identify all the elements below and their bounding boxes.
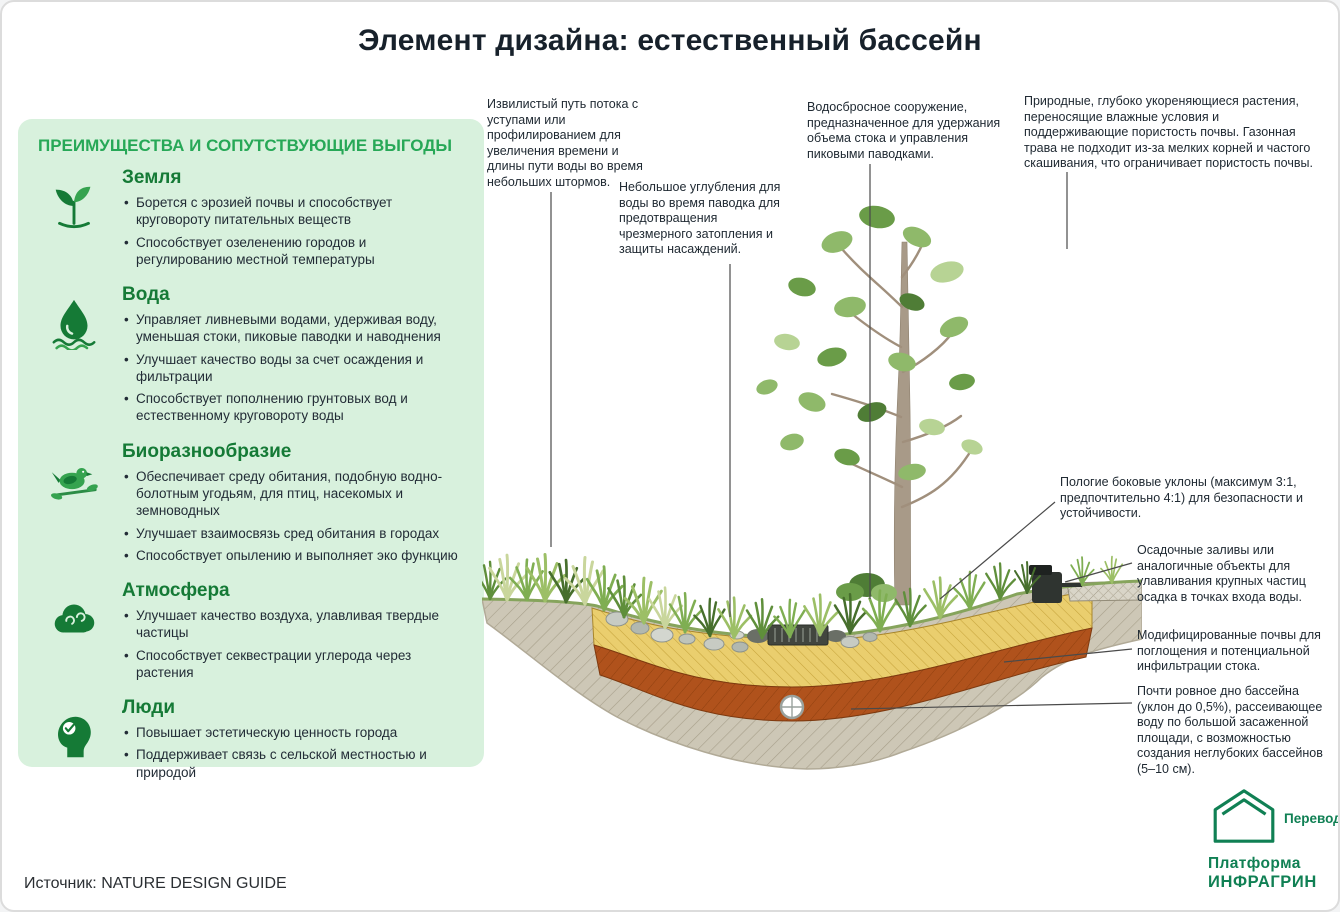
benefit-bullet: Способствует пополнению грунтовых вод и …	[122, 390, 464, 425]
benefit-section-atmosphere: Атмосфера Улучшает качество воздуха, ула…	[38, 580, 464, 686]
head-check-icon	[38, 697, 110, 786]
benefit-section-title: Вода	[122, 284, 170, 306]
benefit-list: Улучшает качество воздуха, улавливая тве…	[122, 607, 464, 681]
callout-winding-path: Извилистый путь потока с уступами или пр…	[487, 97, 643, 189]
benefit-bullet: Обеспечивает среду обитания, подобную во…	[122, 468, 464, 520]
base-shrub	[836, 573, 897, 602]
logo-translation-label: Перевод	[1284, 811, 1340, 826]
callout-small-depressions: Небольшое углубления для воды во время п…	[619, 180, 781, 256]
benefit-bullet: Улучшает качество воздуха, улавливая тве…	[122, 607, 464, 642]
benefit-section-water: Вода Управляет ливневыми водами, удержив…	[38, 284, 464, 430]
tree-trunk	[893, 241, 912, 606]
logo-house-icon	[1208, 784, 1280, 853]
tree	[756, 205, 983, 606]
benefit-bullet: Поддерживает связь с сельской местностью…	[122, 746, 464, 781]
benefit-list: Управляет ливневыми водами, удерживая во…	[122, 311, 464, 425]
infragreen-logo: Перевод Платформа ИНФРАГРИН	[1208, 784, 1340, 892]
logo-brand-line2: ИНФРАГРИН	[1208, 873, 1317, 891]
callout-deep-rooted-plants: Природные, глубоко укореняющиеся растени…	[1024, 94, 1313, 170]
benefit-section-people: Люди Повышает эстетическую ценность горо…	[38, 697, 464, 786]
benefit-section-earth: Земля Борется с эрозией почвы и способст…	[38, 167, 464, 273]
benefit-bullet: Способствует секвестрации углерода через…	[122, 647, 464, 682]
benefit-bullet: Способствует озеленению городов и регули…	[122, 234, 464, 269]
benefits-panel: ПРЕИМУЩЕСТВА И СОПУТСТВУЮЩИЕ ВЫГОДЫ Земл…	[18, 119, 484, 780]
callout-modified-soils: Модифицированные почвы для поглощения и …	[1137, 628, 1321, 673]
tree-foliage	[756, 205, 983, 481]
check-dam-grate	[747, 624, 846, 646]
benefit-list: Борется с эрозией почвы и способствует к…	[122, 194, 464, 268]
benefit-list: Обеспечивает среду обитания, подобную во…	[122, 468, 464, 565]
water-drop-icon	[38, 284, 110, 430]
underdrain-symbol	[779, 694, 805, 720]
benefit-bullet: Улучшает качество воды за счет осаждения…	[122, 351, 464, 386]
benefit-bullet: Повышает эстетическую ценность города	[122, 724, 464, 742]
benefits-heading: ПРЕИМУЩЕСТВА И СОПУТСТВУЮЩИЕ ВЫГОДЫ	[38, 136, 453, 155]
page-title: Элемент дизайна: естественный бассейн	[358, 24, 982, 57]
cloud-icon	[38, 580, 110, 686]
benefit-bullet: Борется с эрозией почвы и способствует к…	[122, 194, 464, 229]
basin-illustration	[474, 187, 1143, 792]
logo-brand-line1: Платформа	[1208, 855, 1301, 872]
stones	[605, 611, 878, 653]
callout-spillway: Водосбросное сооружение, предназначенное…	[807, 100, 1001, 161]
benefit-bullet: Управляет ливневыми водами, удерживая во…	[122, 311, 464, 346]
sprout-icon	[38, 167, 110, 273]
benefit-section-title: Биоразнообразие	[122, 440, 292, 462]
callout-gentle-slopes: Пологие боковые уклоны (максимум 3:1, пр…	[1060, 475, 1303, 520]
benefit-section-title: Люди	[122, 697, 176, 719]
bird-icon	[38, 441, 110, 569]
benefit-section-biodiversity: Биоразнообразие Обеспечивает среду обита…	[38, 441, 464, 569]
benefit-bullet: Улучшает взаимосвязь сред обитания в гор…	[122, 525, 464, 543]
callout-flat-bottom: Почти ровное дно бассейна (уклон до 0,5%…	[1137, 684, 1323, 776]
benefit-section-title: Земля	[122, 167, 182, 189]
callout-sediment-bays: Осадочные заливы или аналогичные объекты…	[1137, 543, 1306, 604]
source-note: Источник: NATURE DESIGN GUIDE	[24, 875, 287, 892]
benefit-bullet: Способствует опылению и выполняет эко фу…	[122, 547, 464, 565]
benefit-list: Повышает эстетическую ценность города По…	[122, 724, 464, 781]
benefit-section-title: Атмосфера	[122, 580, 230, 602]
